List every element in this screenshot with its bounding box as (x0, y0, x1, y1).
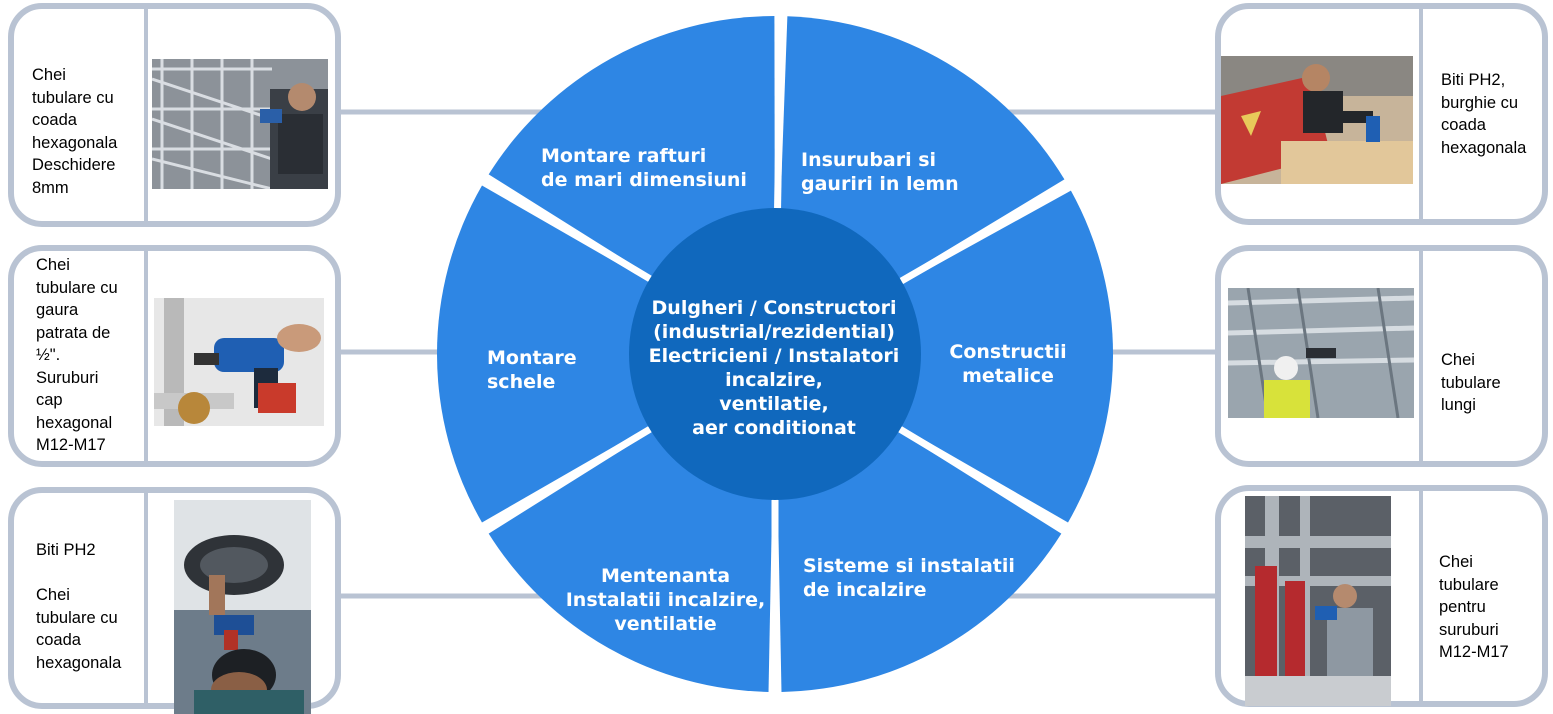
card-text: Chei tubulare pentru suruburi M12-M17 (1439, 553, 1509, 661)
card-text: Chei tubulare cu gaura patrata de ½". Su… (36, 256, 118, 454)
segment-divider (774, 13, 785, 209)
segment-label-constructii-metalice: Constructii metalice (949, 341, 1067, 387)
steel-structure-worker-photo (1228, 288, 1414, 418)
segment-label-sisteme-incalzire: Sisteme si instalatii de incalzire (803, 555, 1015, 601)
card-text: Chei tubulare cu coada hexagonala Deschi… (32, 66, 118, 197)
card-divider (1419, 491, 1423, 701)
card-text: Biti PH2 Chei tubulare cu coada hexagona… (36, 541, 122, 672)
card-middle-left: Chei tubulare cu gaura patrata de ½". Su… (8, 245, 341, 467)
segment-divider (898, 426, 1069, 533)
segment-divider (899, 180, 1072, 285)
carpenter-wood-drilling-photo (1221, 56, 1413, 184)
card-bottom-right: Chei tubulare pentru suruburi M12-M17 (1215, 485, 1548, 707)
heating-pipes-worker-photo (1245, 496, 1391, 706)
segment-montare-schele (436, 185, 775, 523)
segment-divider (481, 175, 652, 282)
card-text: Biti PH2, burghie cu coada hexagonala (1441, 71, 1527, 157)
card-middle-right: Chei tubulare lungi (1215, 245, 1548, 467)
segment-label-insurubari: Insurubari si gauriri in lemn (801, 149, 959, 195)
card-divider (1419, 9, 1423, 219)
segment-divider (481, 426, 652, 533)
ceiling-vent-install-photo (174, 500, 311, 714)
card-top-left: Chei tubulare cu coada hexagonala Deschi… (8, 3, 341, 227)
impact-wrench-scaffold-photo (154, 298, 324, 426)
card-divider (144, 251, 148, 461)
card-divider (144, 9, 148, 221)
center-label: Dulgheri / Constructori (industrial/rezi… (648, 297, 900, 439)
center-circle (629, 208, 921, 500)
warehouse-rack-worker-photo (152, 59, 328, 189)
card-bottom-left: Biti PH2 Chei tubulare cu coada hexagona… (8, 487, 341, 714)
segment-constructii-metalice (775, 190, 1114, 523)
segment-label-mentenanta: Mentenanta Instalatii incalzire, ventila… (565, 565, 766, 635)
card-text: Chei tubulare lungi (1441, 351, 1501, 414)
card-divider (1419, 251, 1423, 461)
card-divider (144, 493, 148, 703)
segment-label-montare-rafturi: Montare rafturi de mari dimensiuni (541, 145, 747, 191)
segment-label-montare-schele: Montare schele (487, 347, 577, 393)
card-top-right: Biti PH2, burghie cu coada hexagonala (1215, 3, 1548, 225)
